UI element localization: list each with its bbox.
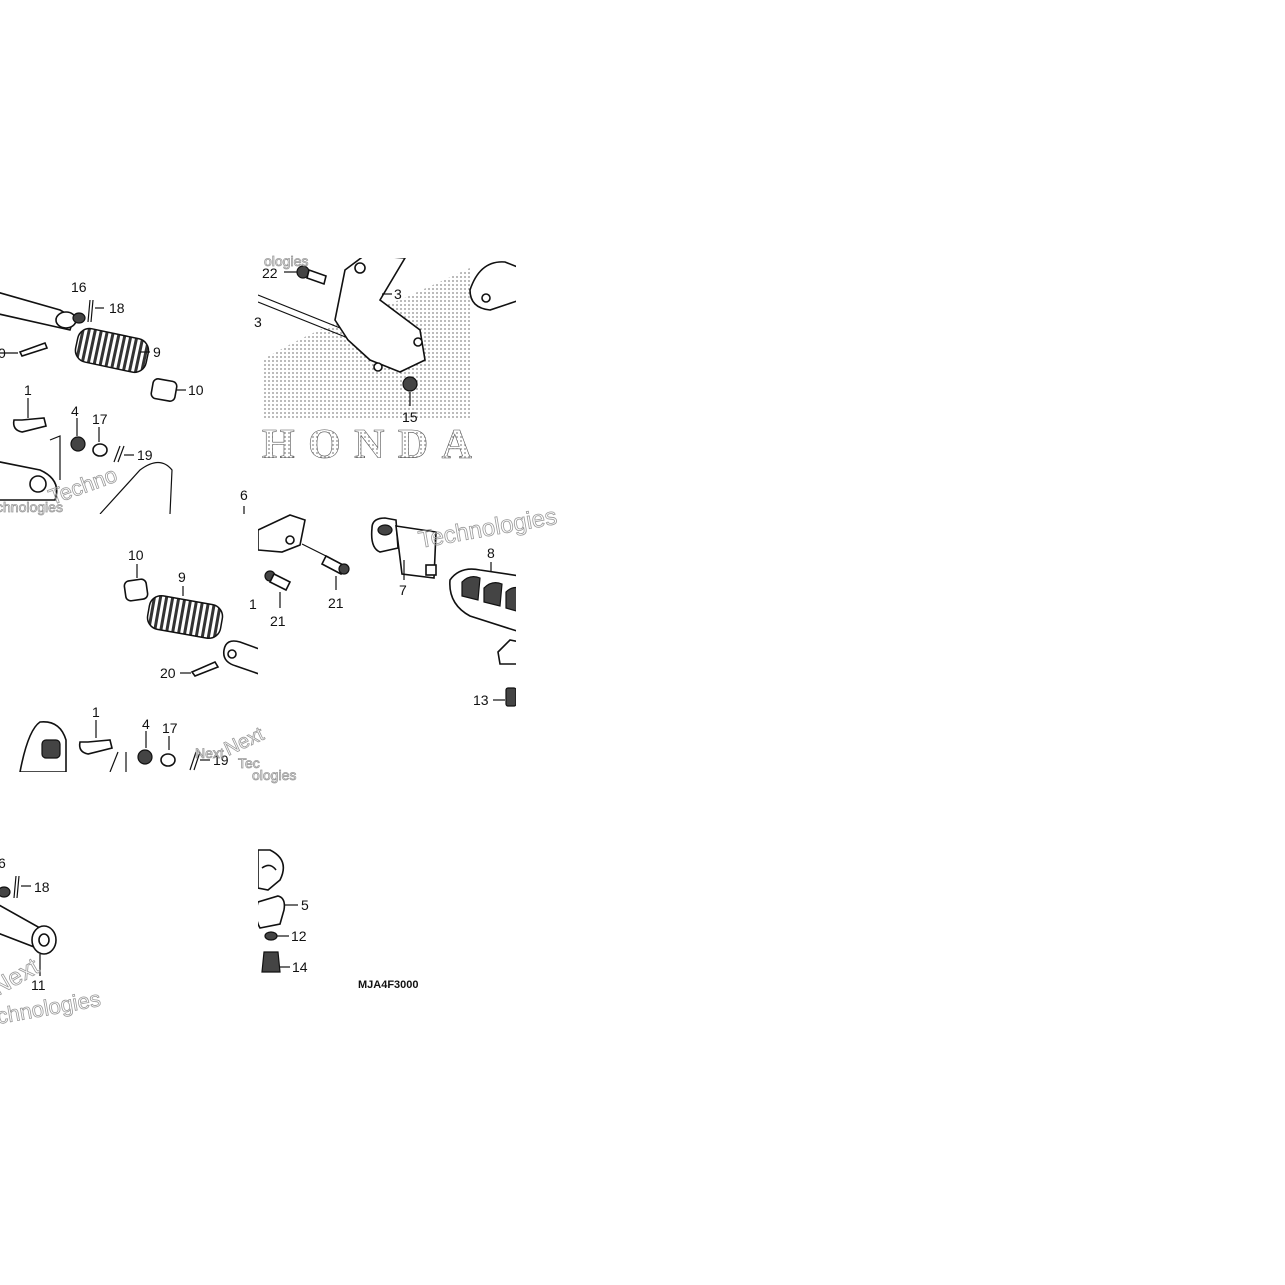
callout-16: 16 <box>71 279 87 295</box>
step-rubber-9b <box>146 594 224 640</box>
callout-13: 13 <box>473 692 489 708</box>
washer-17b <box>160 753 176 767</box>
callout-18b: 18 <box>34 879 50 895</box>
watermark-9: Next <box>0 953 44 1001</box>
callout-15: 15 <box>402 409 418 425</box>
callout-5: 5 <box>301 897 309 913</box>
plate-10b <box>123 578 149 602</box>
plate-10 <box>150 378 178 402</box>
washer-17 <box>92 443 108 457</box>
pin-1b <box>78 739 113 755</box>
callout-21b: 21 <box>270 613 286 629</box>
callout-19: 19 <box>137 447 153 463</box>
watermark-4: Next <box>195 745 224 761</box>
callout-9: 9 <box>153 344 161 360</box>
callout-14: 14 <box>292 959 308 975</box>
bolt-20 <box>18 341 49 357</box>
brand-mark: HONDA <box>262 422 473 468</box>
callout-20b: 20 <box>160 665 176 681</box>
tile3-labels: 6 10 9 20 1 1 4 17 19 Next Next Tec <box>92 487 268 771</box>
tile6-labels: 5 12 14 MJA4F3000 <box>291 897 419 991</box>
pin-19b <box>189 751 201 771</box>
watermark-2: chnologies <box>0 499 63 515</box>
callout-10: 10 <box>188 382 204 398</box>
tile-step-rear-right <box>19 564 258 772</box>
callout-1b-right: 1 <box>249 596 257 612</box>
callout-4b: 4 <box>142 716 150 732</box>
callout-17b: 17 <box>162 720 178 736</box>
pin-18b <box>13 875 20 899</box>
bracket-3 <box>334 258 426 373</box>
callout-11: 11 <box>31 977 46 993</box>
callout-17: 17 <box>92 411 108 427</box>
callout-8: 8 <box>487 545 495 561</box>
front-bracket <box>258 514 306 553</box>
callout-1c: 1 <box>92 704 100 720</box>
watermark-3: ologies <box>264 253 308 269</box>
washer-16 <box>72 312 86 324</box>
tile2-labels: ologies 22 3 3 15 <box>254 253 418 425</box>
tile-step-bar-left <box>0 875 57 976</box>
callout-22: 22 <box>262 265 278 281</box>
nut-4b <box>137 749 153 765</box>
callout-9b: 9 <box>178 569 186 585</box>
callout-3: 3 <box>394 286 402 302</box>
tile-step-bracket-right: HONDA <box>258 258 516 468</box>
callout-20: 0 <box>0 345 6 361</box>
callout-3b: 3 <box>254 314 262 330</box>
bolt-14 <box>261 951 281 973</box>
callout-1: 1 <box>24 382 32 398</box>
callout-7: 7 <box>399 582 407 598</box>
bolt-20b <box>190 660 220 677</box>
callout-10b: 10 <box>128 547 144 563</box>
callout-21a: 21 <box>328 595 344 611</box>
nut-15 <box>402 376 418 392</box>
pin-19 <box>113 445 125 463</box>
pin-1 <box>12 417 47 433</box>
callout-19b: 19 <box>213 752 229 768</box>
nut-4 <box>70 436 86 452</box>
callout-6: 6 <box>240 487 248 503</box>
stopper-5 <box>258 895 286 929</box>
tile-front-step <box>258 514 516 707</box>
tile-step-rear-left <box>0 292 186 514</box>
bolt-13 <box>505 687 516 707</box>
stand-arm <box>258 849 285 891</box>
peg-rubber-8 <box>449 568 516 632</box>
peg-shaft-7 <box>370 517 437 579</box>
pin-18 <box>87 299 94 323</box>
tile-stand-stopper <box>258 849 298 973</box>
step-rubber-9 <box>74 327 150 374</box>
watermark-6: Tec <box>238 755 260 771</box>
watermark-8: ologies <box>252 767 296 783</box>
diagram-code: MJA4F3000 <box>358 979 419 991</box>
callout-12: 12 <box>291 928 307 944</box>
callout-16b: 6 <box>0 855 6 871</box>
washer-16b <box>0 886 11 898</box>
callout-18: 18 <box>109 300 125 316</box>
callout-4: 4 <box>71 403 79 419</box>
nut-12 <box>264 931 278 941</box>
